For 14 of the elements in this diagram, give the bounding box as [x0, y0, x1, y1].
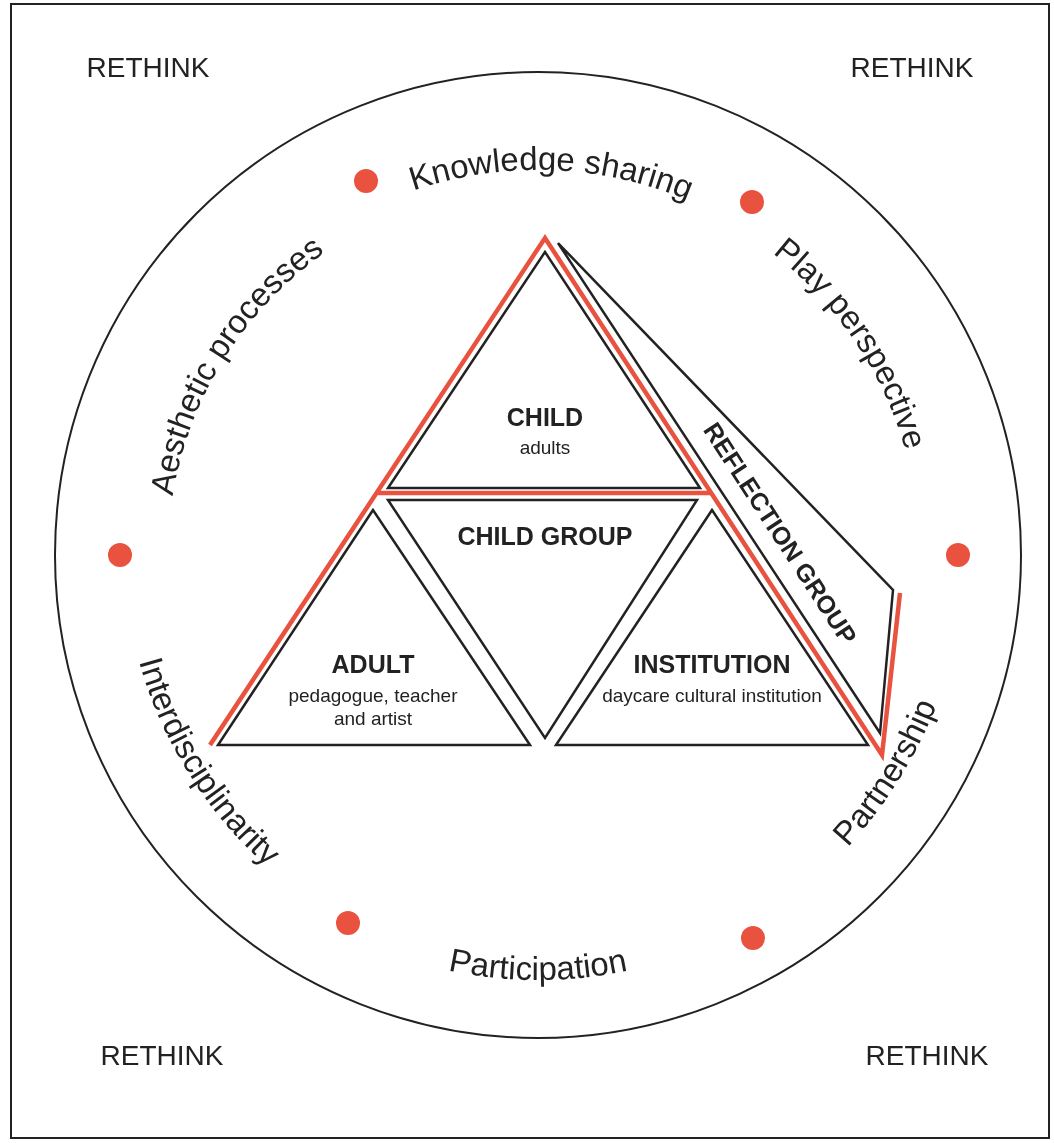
corner-label: RETHINK [100, 1040, 224, 1072]
circle-label: Participation [446, 941, 630, 988]
node-description: adults [518, 437, 572, 460]
node-title: CHILD GROUP [456, 522, 634, 551]
node-description: pedagogue, teacher and artist [287, 685, 459, 731]
node-description: daycare cultural institution [602, 685, 822, 708]
node-title: CHILD [505, 403, 585, 432]
node-title: ADULT [330, 650, 416, 679]
triangle-shape [388, 252, 700, 488]
circle-label: Knowledge sharing [404, 139, 699, 207]
corner-label: RETHINK [865, 1040, 989, 1072]
corner-label: RETHINK [86, 52, 210, 84]
node-title: INSTITUTION [632, 650, 792, 679]
corner-label: RETHINK [850, 52, 974, 84]
